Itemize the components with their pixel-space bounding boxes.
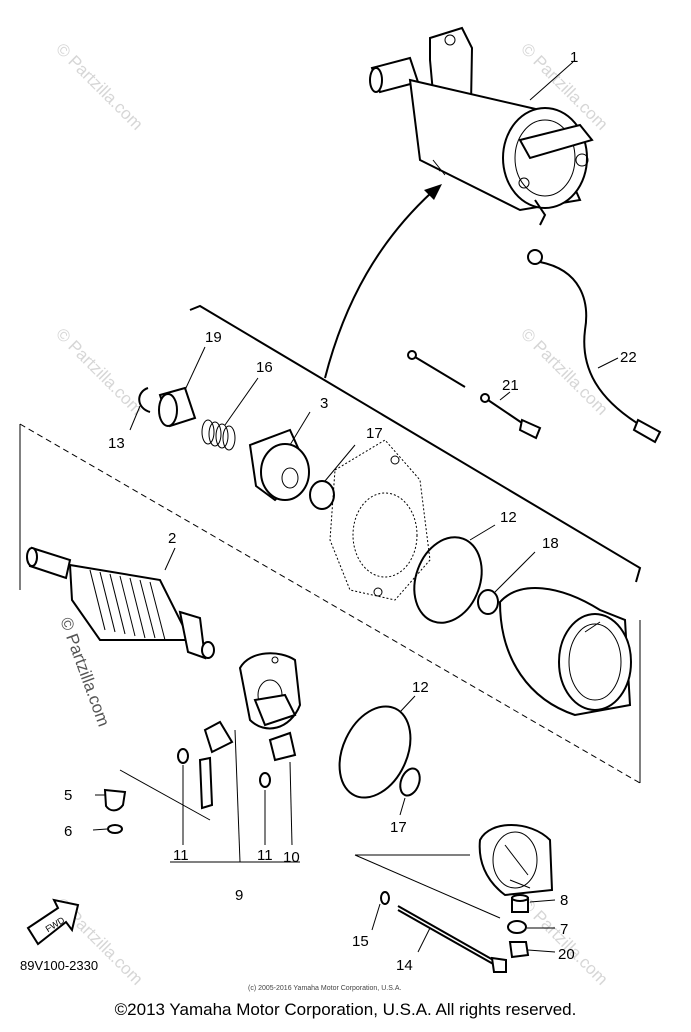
armature-windings — [89, 569, 166, 641]
callout-8: 8 — [560, 892, 568, 909]
starter-motor-assembly — [369, 26, 594, 226]
part-22-cable — [527, 249, 662, 444]
watermark-text: © Partzilla.com — [52, 39, 146, 133]
o-ring-17-lower — [399, 767, 421, 816]
callout-16: 16 — [256, 359, 273, 376]
callout-12-lower: 12 — [412, 679, 429, 696]
callout-12-upper: 12 — [500, 509, 517, 526]
callout-13: 13 — [108, 435, 125, 452]
watermark-text: © Partzilla.com — [52, 324, 146, 418]
o-ring-12-lower — [338, 695, 416, 799]
front-cover — [329, 439, 431, 601]
brush-plate — [203, 652, 302, 863]
spring — [201, 419, 236, 451]
o-ring-17-upper — [309, 444, 356, 510]
callout-17-upper: 17 — [366, 425, 383, 442]
watermark-text: © Partzilla.com — [517, 324, 611, 418]
callout-20: 20 — [558, 946, 575, 963]
end-hardware — [507, 894, 530, 959]
ring-18 — [477, 551, 536, 615]
through-bolt — [371, 891, 507, 973]
callout-5: 5 — [64, 787, 72, 804]
yoke-housing — [498, 587, 632, 717]
callout-19: 19 — [205, 329, 222, 346]
fastener-hardware — [103, 748, 300, 863]
callout-leaders — [92, 621, 601, 953]
callout-10: 10 — [283, 849, 300, 866]
armature — [26, 546, 215, 660]
callout-22: 22 — [620, 349, 637, 366]
diagram-code: 89V100-2330 — [20, 958, 98, 973]
callout-21: 21 — [502, 377, 519, 394]
small-copyright-notice: (c) 2005-2016 Yamaha Motor Corporation, … — [248, 985, 401, 992]
part-21-leads — [407, 350, 542, 440]
callout-6: 6 — [64, 823, 72, 840]
callout-11-left: 11 — [173, 847, 189, 864]
copyright-footer: ©2013 Yamaha Motor Corporation, U.S.A. A… — [114, 1000, 577, 1019]
pointer-arrow — [324, 184, 442, 379]
callout-9: 9 — [235, 887, 243, 904]
callout-3: 3 — [320, 395, 328, 412]
callout-17-lower: 17 — [390, 819, 407, 836]
callout-7: 7 — [560, 921, 568, 938]
callout-14: 14 — [396, 957, 413, 974]
callout-2: 2 — [168, 530, 176, 547]
rear-cover — [354, 824, 554, 919]
callout-11-right: 11 — [257, 847, 273, 864]
callout-18: 18 — [542, 535, 559, 552]
assembly-frame — [19, 304, 642, 784]
callout-15: 15 — [352, 933, 369, 950]
callout-1: 1 — [570, 49, 578, 66]
pinion-group — [129, 346, 311, 502]
callout-numbers: 1 2 3 5 6 7 8 9 10 11 11 12 12 13 14 15 … — [64, 49, 637, 974]
o-ring-12-upper — [413, 524, 496, 624]
